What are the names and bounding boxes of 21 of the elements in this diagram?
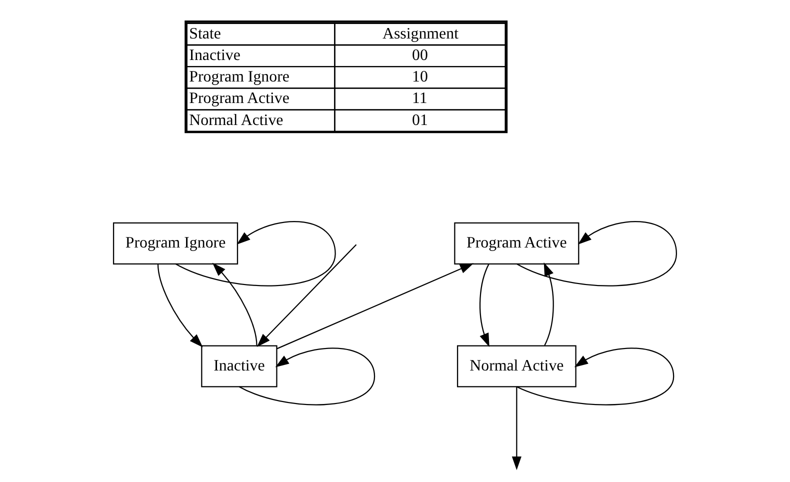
arrow <box>157 264 203 348</box>
label: 01 <box>412 112 428 129</box>
arrow <box>479 264 490 347</box>
label: Assignment <box>382 25 458 42</box>
label: State <box>189 25 221 42</box>
label: Normal Active <box>189 112 284 129</box>
arrow <box>256 244 357 347</box>
label: 00 <box>412 47 428 64</box>
label: Program Active <box>189 90 290 108</box>
label: 11 <box>412 90 428 108</box>
arrow <box>276 263 474 350</box>
arrow <box>212 262 270 347</box>
node-box: Program Active <box>454 222 580 264</box>
arrow <box>544 262 554 346</box>
node-box: Program Ignore <box>112 222 238 264</box>
label: Inactive <box>189 47 240 64</box>
node-box: Normal Active <box>456 345 576 388</box>
label: Program Ignore <box>189 68 290 86</box>
arrow <box>512 386 522 470</box>
label: 10 <box>412 68 428 86</box>
node-box: Inactive <box>201 345 278 388</box>
